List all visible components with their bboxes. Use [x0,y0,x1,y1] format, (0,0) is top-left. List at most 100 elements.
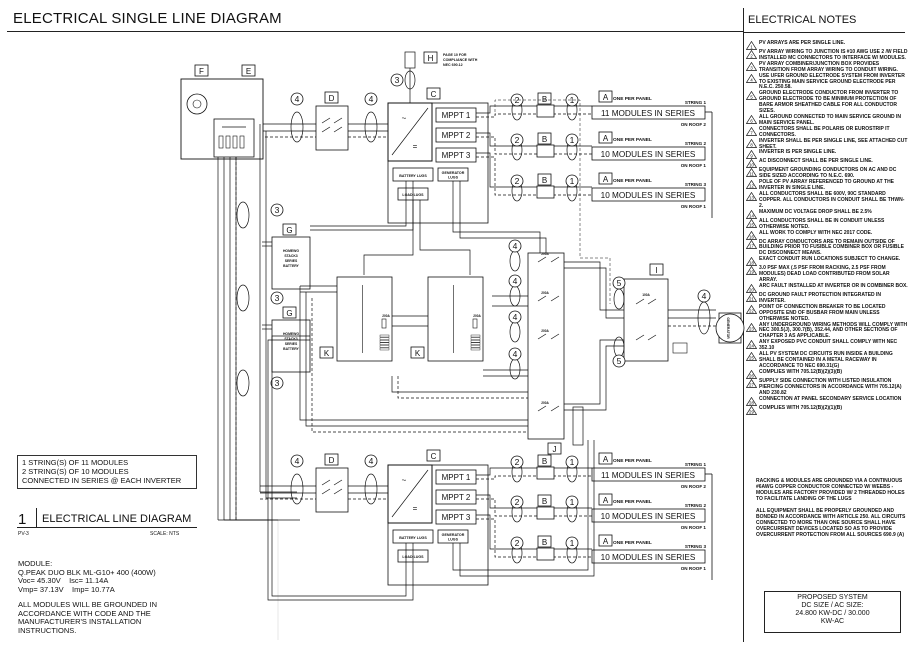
svg-text:17: 17 [749,243,754,248]
note-text: ALL CONDUCTORS SHALL BE IN CONDUIT UNLES… [759,217,885,230]
generator-disconnect [623,278,669,362]
equipment-tag-label: K [324,349,330,358]
svg-text:3: 3 [750,65,753,70]
inverter-enclosure [387,464,489,586]
wire-tag-label: 1 [570,457,575,467]
note-delta-icon: 2 [746,50,757,59]
on-roof-label: ON ROOF 1 [681,204,707,209]
strings-line: 1 STRING(S) OF 11 MODULES [22,458,129,467]
switch-blade [321,488,331,495]
equipment-tag-label: B [542,135,547,144]
mppt-box [435,127,477,143]
ac-link [391,376,528,393]
series-label: 11 MODULES IN SERIES [601,109,696,118]
pv-to-ats [494,99,611,304]
note-delta-icon: 24 [746,340,757,350]
string-label: STRING 1 [685,100,707,105]
note-delta-icon: 20 [746,284,757,293]
note-text: ALL PV SYSTEM DC CIRCUITS RUN INSIDE A B… [759,351,893,369]
terminal-strip [470,337,481,340]
breaker [218,135,224,149]
switch-blade [333,117,343,124]
one-per-panel: ONE PER PANEL [613,458,652,464]
diagram-area-border [8,33,743,640]
string-wire [476,475,592,480]
note-text: 3.0 PSF MAX (.5 PSF FROM RACKING, 2.5 PS… [759,265,890,284]
wire-tag-label: 2 [515,176,520,186]
string-wire [476,498,592,517]
string-label: STRING 2 [685,141,707,146]
wire-tag-4 [508,347,522,361]
junction-tag [537,454,552,467]
switch-blade [321,117,331,124]
compliance-note: COMPLIANCE WITH [443,58,478,62]
generator-feed [459,440,595,577]
switch-blade [647,298,657,305]
equipment-tag-label: A [603,175,609,184]
note-text: MAXIMUM DC VOLTAGE DROP SHALL BE 2.5% [759,208,872,215]
inverter-dc-symbol: = [413,142,418,151]
svg-text:24: 24 [749,344,754,349]
equipment-tag-label: G [286,226,292,235]
note-delta-icon: 8 [746,138,757,148]
breaker [225,135,231,149]
svg-text:12: 12 [749,184,754,189]
svg-text:27: 27 [749,382,754,387]
conduit-ellipse [613,288,625,310]
equipment-tag-label: B [542,95,547,104]
wire-tag-label: 2 [515,457,520,467]
panel-tag [598,131,613,144]
one-per-panel: ONE PER PANEL [613,499,652,505]
wire-tag-5 [612,276,626,290]
panel-tag [598,90,613,103]
generator-label: GENERATOR [726,317,730,339]
terminal-strip [470,340,481,343]
breaker-rating: 200A [541,252,549,256]
junction-panel-tag [547,442,562,455]
svg-text:29: 29 [749,409,754,414]
equipment-tag-label: A [603,496,609,505]
note-text: GROUND ELECTRODE CONDUCTOR FROM INVERTER… [759,90,899,115]
switch-blade [333,126,343,133]
switch-blade [537,333,547,340]
disconnect-tag [324,453,339,466]
conduit-ellipse [364,111,378,143]
note-delta-icon: 10 [746,159,757,169]
battery-feed [267,339,414,601]
on-roof-label: ON ROOF 1 [681,163,707,168]
switch-blade [550,405,560,412]
panel-tag [598,452,613,465]
mppt-label: MPPT 2 [442,493,471,502]
wire-tag-4 [290,92,304,106]
equipment-tag-label: H [428,54,434,63]
breaker-rating: 100A [642,293,650,297]
series-box [591,146,706,161]
terminal-strip [379,342,390,345]
battery-label: STACK3 [284,254,297,258]
note-text: EQUIPMENT GROUNDING CONDUCTORS ON AC AND… [759,167,897,180]
note-delta-icon: 3 [746,61,757,71]
terminal-strip [379,347,390,351]
notes-title: ELECTRICAL NOTES [748,14,857,26]
note-delta-icon: 26 [746,369,757,379]
switch-blade [537,295,547,302]
svg-text:8: 8 [750,142,753,147]
equipment-tag-label: A [603,455,609,464]
mppt-box [435,107,477,123]
svg-text:2: 2 [750,54,753,59]
panel-breaker [472,318,478,329]
mppt-box [435,509,477,525]
module-label: MODULE: [18,559,53,568]
note-text: AC DISCONNECT SHALL BE PER SINGLE LINE. [759,158,873,165]
note-delta-icon: 28 [746,396,757,406]
terminal-block [572,406,584,446]
equipment-tag-label: A [603,134,609,143]
note-text: SUPPLY SIDE CONNECTION WITH LISTED INSUL… [759,377,902,396]
